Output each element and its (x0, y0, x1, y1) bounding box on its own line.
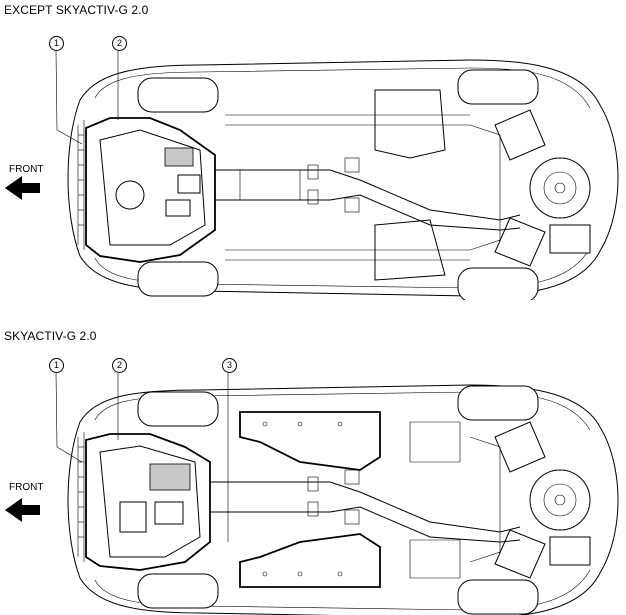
callout-1: 1 (49, 358, 64, 373)
callout-1: 1 (49, 36, 64, 51)
vehicle-underbody-diagram-top (5, 50, 619, 300)
section-title-skyactiv: SKYACTIV-G 2.0 (4, 329, 97, 343)
front-label: FRONT (9, 164, 44, 175)
front-arrow-icon (5, 498, 40, 522)
callout-2: 2 (112, 358, 127, 373)
callout-2: 2 (112, 36, 127, 51)
vehicle-underbody-diagram-bottom (5, 372, 619, 615)
callout-3: 3 (222, 358, 237, 373)
front-label: FRONT (9, 482, 44, 493)
front-arrow-icon (5, 176, 40, 200)
section-title-except-skyactiv: EXCEPT SKYACTIV-G 2.0 (4, 3, 149, 17)
